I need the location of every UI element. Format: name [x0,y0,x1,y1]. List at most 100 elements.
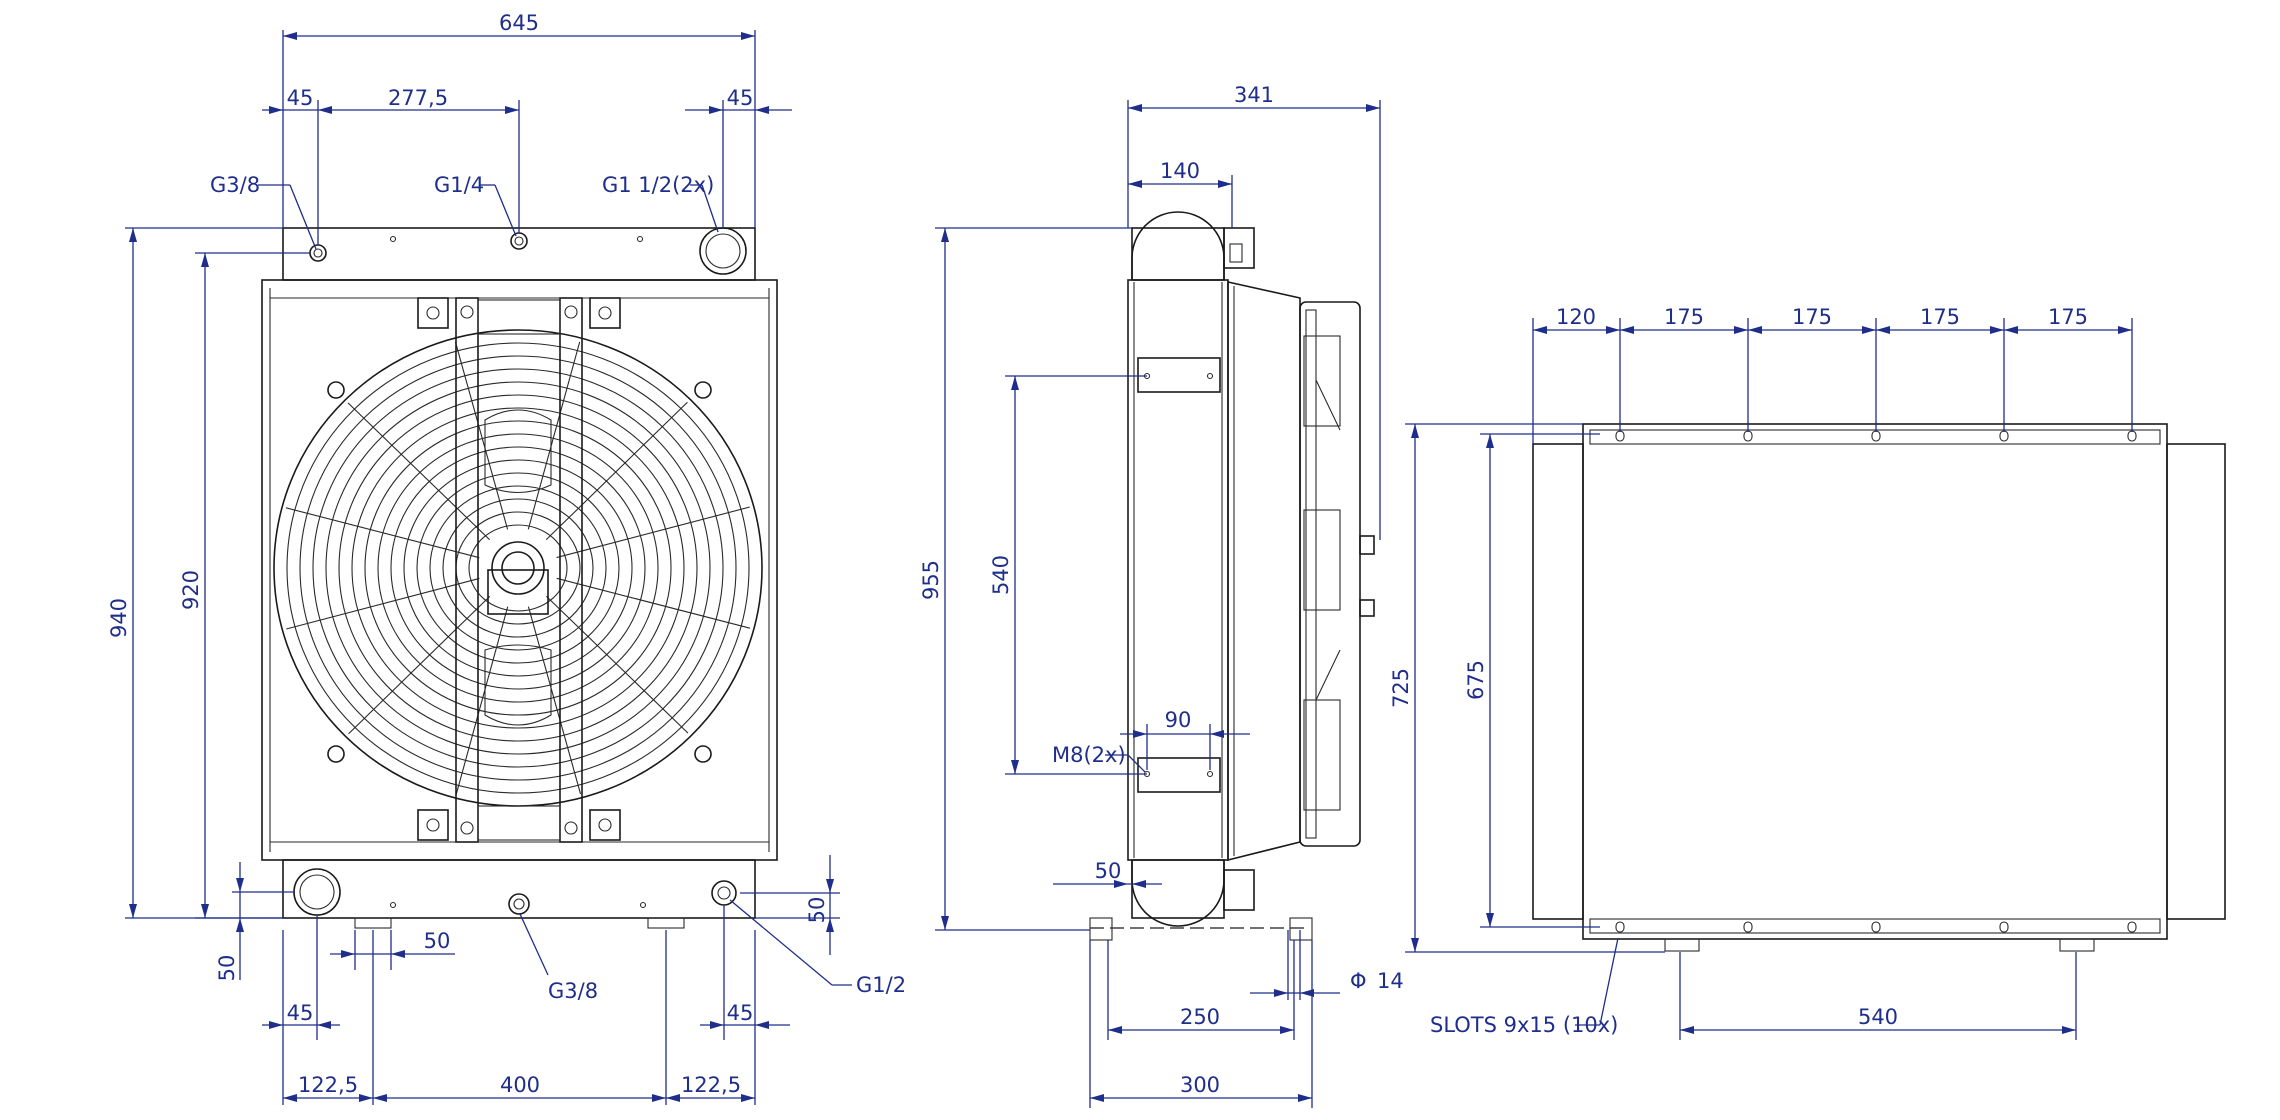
side-bottom-tank [1131,860,1225,927]
bottom-view [1532,423,2226,952]
mounting-slot [2127,430,2137,442]
dim-front-spacing-top: 277,5 [388,86,448,110]
port-g38-bottom-icon [508,893,530,915]
fan-guard-ring [325,381,711,755]
fan-guard-strut [545,401,688,541]
fan-support-left [455,297,479,843]
side-bracket-top [1137,357,1221,393]
fan-guard-ring [364,420,672,716]
fan-guard-strut [545,595,689,734]
fan-guard-ring [377,433,659,703]
front-dimensions: 645 45 277,5 45 G3/8 G1/4 G1 1/2(2x) 940… [107,11,906,1105]
dim-side-bracket-spacing: 540 [989,555,1013,595]
fan-guard-strut [556,506,750,559]
dim-bottom-first-offset: 120 [1556,305,1596,329]
fan-guard-strut [527,606,582,795]
fan-guard-strut [347,402,491,541]
dim-side-bracket-width: 90 [1165,708,1192,732]
fan-guard [273,329,763,807]
fan-guard-ring [442,498,594,638]
label-side-bolt: M8(2x) [1052,743,1126,767]
fan-guard-ring [429,485,607,651]
label-port-bottom-right: G1/2 [856,973,906,997]
fan-guard-ring [351,407,685,729]
mounting-slot [1615,921,1625,933]
dim-bottom-pitch-1: 175 [1664,305,1704,329]
fan-guard-strut [286,577,480,630]
dim-bottom-pitch-2: 175 [1792,305,1832,329]
fan-guard-ring [468,524,568,612]
fan-guard-ring [273,329,763,807]
fan-guard-ring [455,511,581,625]
fan-guard-ring [299,355,737,781]
dim-side-height-total: 955 [919,560,943,600]
mounting-slot [1615,430,1625,442]
dim-bottom-foot-spacing: 540 [1858,1005,1898,1029]
side-view [1089,211,1375,941]
label-port-top-left: G3/8 [210,173,260,197]
dim-bottom-pitch-3: 175 [1920,305,1960,329]
dim-side-depth-core: 140 [1160,159,1200,183]
fan-guard-ring [390,446,646,690]
mounting-slot [1743,921,1753,933]
fan-guard-strut [527,341,581,530]
fan-hub-icon [491,541,545,595]
mounting-slot [2127,921,2137,933]
dim-side-hole-dia: 14 [1377,969,1404,993]
dim-front-right-mount: 122,5 [681,1073,741,1097]
mounting-slot [1999,921,2009,933]
fan-guard-strut [285,507,480,559]
port-g14-icon [510,232,528,250]
dim-front-mount-spacing: 400 [500,1073,540,1097]
side-dimensions: 341 140 955 540 90 M8(2x) 50 [919,83,1404,1108]
dim-front-height-total: 940 [107,598,131,638]
dim-front-height-inner: 920 [179,570,203,610]
fan-guard-strut [455,606,509,795]
dim-side-depth-total: 341 [1234,83,1274,107]
label-port-bottom-mid: G3/8 [548,979,598,1003]
phi-symbol: Φ [1350,969,1367,993]
front-view [261,227,778,929]
fan-guard-ring [416,472,620,664]
bottom-left-tank [1532,443,1584,920]
fan-guard-strut [454,341,509,530]
mounting-slot [1999,430,2009,442]
side-fan-guard [1299,301,1361,847]
side-bracket-bottom [1137,757,1221,793]
fan-guard-strut [348,595,491,735]
dim-front-right-offset-bottom: 45 [727,1001,754,1025]
bottom-core [1582,423,2168,940]
mounting-slots [1615,430,2137,933]
fan-guard-ring [312,368,724,768]
fan-support-right [559,297,583,843]
port-g112-bottom-icon [293,868,341,916]
mounting-slot [1743,430,1753,442]
fan-guard-ring [403,459,633,677]
dim-front-left-mount: 122,5 [298,1073,358,1097]
fan-guard-ring [286,342,750,794]
label-bottom-slots: SLOTS 9x15 (10x) [1430,1013,1618,1037]
dim-side-bottom-offset: 50 [1095,859,1122,883]
bottom-right-tank [2166,443,2226,920]
mounting-slot [1871,921,1881,933]
dim-front-right-small: 50 [805,897,829,924]
dim-bottom-height-outer: 725 [1389,668,1413,708]
dim-front-bottom-height: 50 [215,955,239,982]
fan-guard-ring [338,394,698,742]
dim-front-width: 645 [499,11,539,35]
dim-front-left-offset-bottom: 45 [287,1001,314,1025]
label-port-top-mid: G1/4 [434,173,484,197]
dim-front-right-offset-top: 45 [727,86,754,110]
dim-bottom-height-inner: 675 [1464,660,1488,700]
mounting-slot [1871,430,1881,442]
side-top-tank [1131,211,1225,280]
port-g112-top-icon [699,227,747,275]
dim-side-foot-outer: 300 [1180,1073,1220,1097]
dim-bottom-pitch-4: 175 [2048,305,2088,329]
bottom-dimensions: 120 175 175 175 175 725 675 SLOTS 9x15 (… [1389,305,2133,1040]
fan-guard-strut [556,577,751,629]
dim-side-foot-inner: 250 [1180,1005,1220,1029]
front-bottom-tank [282,859,756,919]
port-g38-top-icon [309,244,327,262]
